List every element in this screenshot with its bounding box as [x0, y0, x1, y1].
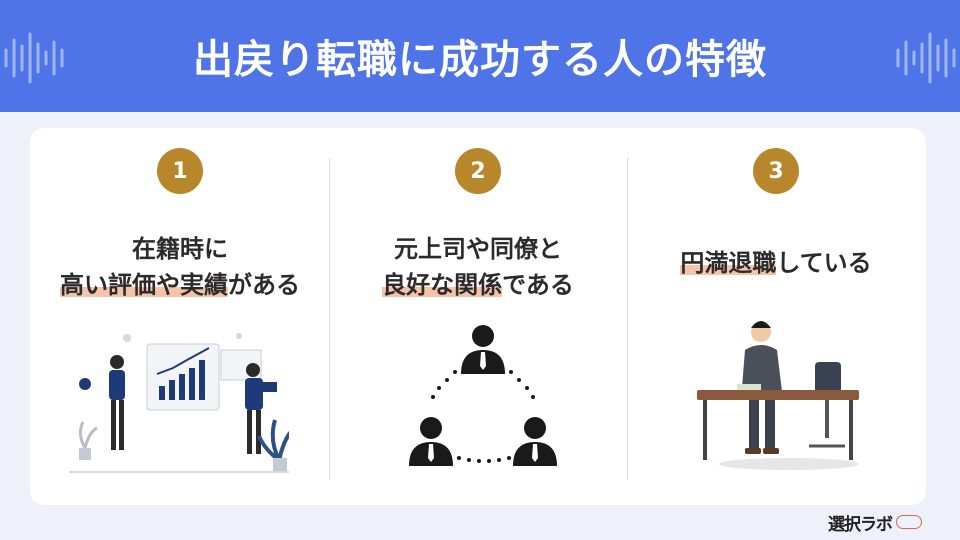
feature-text-line2: 良好な関係である: [329, 268, 627, 302]
feature-text-line1: 円満退職している: [627, 246, 925, 280]
feature-text-rest: がある: [228, 271, 300, 299]
page-title: 出戻り転職に成功する人の特徴: [193, 37, 767, 83]
header-banner: 出戻り転職に成功する人の特徴: [0, 0, 960, 112]
sound-wave-icon: [896, 32, 956, 84]
highlight-text: 円満退職: [680, 249, 777, 277]
businessman-desk-illustration: [697, 321, 859, 470]
network-people-icon: [409, 325, 557, 466]
feature-text-rest: している: [776, 249, 872, 277]
badge-logo-icon: [896, 515, 922, 529]
column-divider: [627, 158, 628, 480]
brand-logo: 選択ラボ: [828, 509, 954, 535]
number-badge: 2: [455, 148, 501, 194]
sound-wave-icon: [4, 32, 64, 84]
feature-column-1: 1 在籍時に 高い評価や実績がある: [31, 128, 329, 505]
feature-text-line1: 在籍時に: [132, 235, 228, 263]
feature-column-3: 3 円満退職している: [627, 128, 925, 505]
highlight-text: 良好な関係: [382, 271, 503, 299]
column-divider: [329, 158, 330, 480]
number-badge: 3: [753, 148, 799, 194]
feature-text-line1: 元上司や同僚と: [394, 235, 562, 263]
number-badge: 1: [157, 148, 203, 194]
feature-text-line2: 高い評価や実績がある: [31, 268, 329, 302]
feature-text-rest: である: [502, 271, 574, 299]
business-presentation-illustration: [69, 333, 289, 473]
feature-column-2: 2 元上司や同僚と 良好な関係である: [329, 128, 627, 505]
highlight-text: 高い評価や実績: [60, 271, 228, 299]
logo-text: 選択ラボ: [828, 514, 893, 535]
